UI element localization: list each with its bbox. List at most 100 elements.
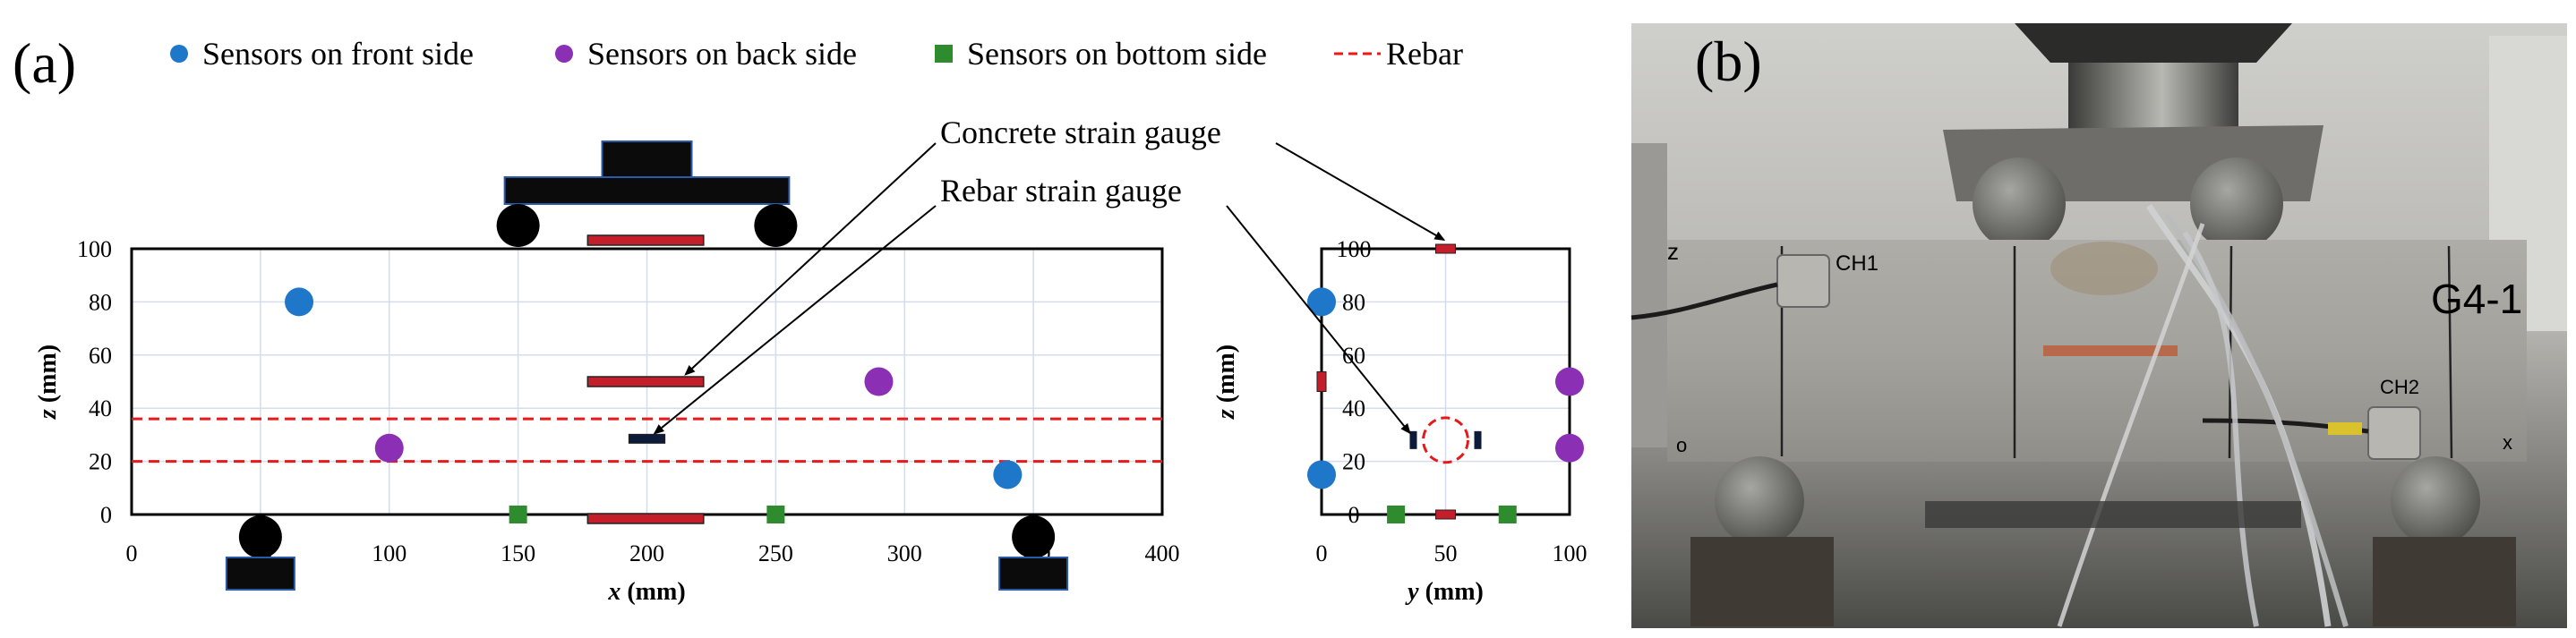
photo-support-roller-left — [1715, 456, 1804, 546]
photo-text-x: x — [2503, 431, 2512, 454]
legend-bottom-label: Sensors on bottom side — [967, 36, 1267, 72]
load-roller — [496, 204, 540, 247]
concrete-gauge-mark — [1435, 243, 1456, 254]
sensor-front-point — [1307, 287, 1336, 317]
x-tick-label: 200 — [629, 540, 664, 566]
photo-support-block-left — [1690, 537, 1834, 626]
x-tick-label: 150 — [501, 540, 535, 566]
legend-back-marker — [555, 45, 573, 63]
sensor-bottom-point — [509, 506, 527, 523]
photo-actuator — [2068, 63, 2238, 134]
support-block — [225, 557, 295, 591]
photo-cable-bundle-4 — [2057, 223, 2205, 627]
photo-support-roller-right — [2391, 456, 2480, 546]
photo-text-ch1: CH1 — [1836, 251, 1879, 276]
rebar-gauge-mark — [1474, 430, 1482, 449]
support-roller — [238, 515, 282, 558]
specimen-photo: z CH1 CH2 G4-1 o x (b) — [1630, 23, 2567, 628]
legend-front-marker — [170, 45, 188, 63]
loading-head — [601, 140, 693, 178]
x-tick-label: 50 — [1434, 540, 1458, 566]
sensor-back-point — [1555, 433, 1584, 463]
panel-b-label: (b) — [1695, 30, 1762, 93]
arrow-concrete-to-section — [1275, 142, 1446, 241]
y-tick-label: 80 — [1342, 289, 1365, 315]
loading-beam — [503, 176, 791, 205]
y-tick-label: 0 — [1348, 502, 1360, 528]
annotation-concrete-gauge: Concrete strain gauge — [940, 115, 1221, 150]
x-tick-label: 100 — [372, 540, 407, 566]
photo-cable-bundle-3 — [2182, 231, 2259, 627]
support-roller — [1012, 515, 1056, 558]
sensor-back-point — [374, 433, 404, 463]
sensor-bottom-point — [1498, 506, 1517, 523]
photo-grid-line-4 — [2447, 245, 2453, 459]
legend: Sensors on front side Sensors on back si… — [170, 36, 1463, 72]
concrete-gauge-mark — [1435, 509, 1456, 520]
arrow-concrete-to-side — [684, 142, 937, 376]
y-tick-label: 100 — [77, 236, 112, 262]
rebar-gauge-mark — [628, 433, 666, 444]
rebar-gauge-mark — [1409, 430, 1417, 449]
annotation-rebar-gauge: Rebar strain gauge — [940, 173, 1182, 208]
y-tick-label: 100 — [1337, 236, 1372, 262]
photo-connector — [2328, 422, 2362, 435]
y-axis-title: z (mm) — [34, 345, 62, 420]
arrow-rebar-to-side — [653, 205, 937, 435]
load-roller — [754, 204, 798, 247]
photo-support-block-right — [2373, 537, 2516, 626]
photo-base — [1925, 501, 2301, 528]
y-axis-title: z (mm) — [1212, 345, 1240, 420]
rebar-cross-section — [1422, 416, 1469, 464]
side-view-chart: 050100150200250300350400020406080100x (m… — [34, 140, 1180, 606]
y-tick-label: 80 — [89, 289, 112, 315]
photo-cable-bundle-2 — [2164, 213, 2349, 627]
legend-back-label: Sensors on back side — [587, 36, 857, 72]
panel-a-label: (a) — [13, 31, 76, 95]
arrow-rebar-to-section — [1226, 205, 1411, 435]
sensor-bottom-point — [766, 506, 785, 523]
photo-text-id: G4-1 — [2431, 276, 2522, 322]
x-tick-label: 300 — [887, 540, 922, 566]
photo-shelf — [1631, 143, 1667, 447]
sensor-front-point — [1307, 460, 1336, 489]
legend-bottom-marker — [935, 45, 953, 63]
sensor-bottom-point — [1387, 506, 1406, 523]
photo-cable-ch1 — [1630, 282, 1778, 320]
concrete-gauge-mark — [586, 513, 705, 524]
y-tick-label: 0 — [100, 502, 112, 528]
legend-front-label: Sensors on front side — [202, 36, 474, 72]
sensor-back-point — [1555, 367, 1584, 396]
concrete-gauge-mark — [586, 234, 705, 246]
x-tick-label: 100 — [1553, 540, 1588, 566]
photo-machine-head — [2015, 23, 2292, 63]
y-tick-label: 40 — [1342, 396, 1365, 421]
y-tick-label: 60 — [89, 343, 112, 369]
photo-load-roller-right — [2190, 157, 2283, 251]
y-tick-label: 20 — [1342, 449, 1365, 475]
photo-sensor-ch1 — [1776, 254, 1830, 308]
photo-load-roller-left — [1973, 157, 2066, 251]
photo-text-o: o — [1676, 434, 1687, 456]
annotation-arrows — [653, 142, 1446, 435]
concrete-gauge-mark — [1316, 371, 1327, 392]
photo-text-z: z — [1667, 238, 1679, 265]
photo-concrete-gauge — [2043, 345, 2178, 356]
annotations: Concrete strain gauge Rebar strain gauge — [940, 115, 1221, 208]
photo-stain — [2050, 242, 2158, 295]
sensor-front-point — [285, 287, 314, 317]
support-block — [998, 557, 1069, 591]
sensor-back-point — [864, 367, 894, 396]
x-tick-label: 0 — [1316, 540, 1328, 566]
x-axis-title: y (mm) — [1405, 578, 1484, 606]
x-axis-title: x (mm) — [607, 578, 685, 606]
y-tick-label: 20 — [89, 449, 112, 475]
concrete-gauge-mark — [586, 376, 705, 387]
y-tick-label: 40 — [89, 396, 112, 421]
x-tick-label: 250 — [758, 540, 793, 566]
x-tick-label: 0 — [126, 540, 138, 566]
photo-sensor-ch2 — [2367, 406, 2421, 460]
x-tick-label: 400 — [1145, 540, 1180, 566]
